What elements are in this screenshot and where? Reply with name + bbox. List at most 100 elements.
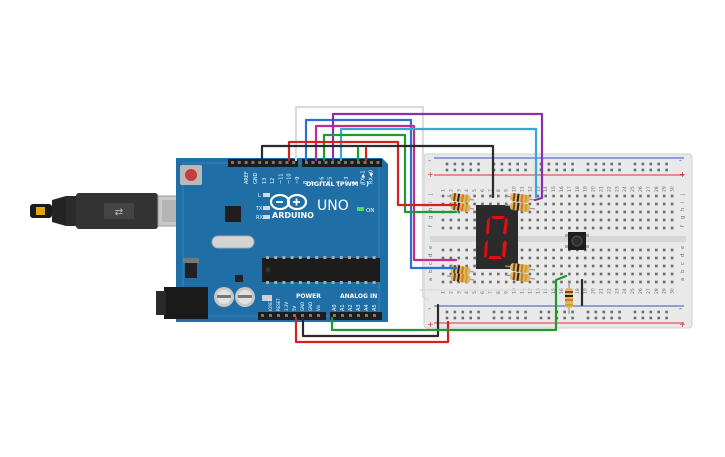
reset-button-icon[interactable] xyxy=(180,165,202,185)
breadboard-hole[interactable] xyxy=(662,264,666,268)
breadboard-hole[interactable] xyxy=(599,218,603,222)
breadboard-hole[interactable] xyxy=(639,202,642,206)
breadboard-hole[interactable] xyxy=(516,168,519,172)
breadboard-hole[interactable] xyxy=(497,202,500,206)
breadboard-hole[interactable] xyxy=(662,280,666,284)
breadboard-hole[interactable] xyxy=(497,280,500,284)
breadboard-hole[interactable] xyxy=(662,210,666,214)
breadboard-hole[interactable] xyxy=(615,194,619,198)
breadboard-hole[interactable] xyxy=(481,194,484,198)
resistor-icon[interactable] xyxy=(504,263,536,274)
breadboard-hole[interactable] xyxy=(563,310,566,314)
breadboard-hole[interactable] xyxy=(591,280,595,284)
breadboard-hole[interactable] xyxy=(544,194,547,198)
breadboard-hole[interactable] xyxy=(576,218,579,222)
breadboard-hole[interactable] xyxy=(615,226,619,230)
breadboard-hole[interactable] xyxy=(524,316,527,320)
breadboard-hole[interactable] xyxy=(469,310,472,314)
breadboard-hole[interactable] xyxy=(520,210,524,214)
breadboard-hole[interactable] xyxy=(647,194,650,198)
header-pin[interactable] xyxy=(285,161,289,164)
breadboard-hole[interactable] xyxy=(465,226,468,230)
breadboard-hole[interactable] xyxy=(594,162,598,166)
header-pin[interactable] xyxy=(349,314,352,317)
breadboard-hole[interactable] xyxy=(647,210,650,214)
breadboard-hole[interactable] xyxy=(544,272,547,276)
breadboard-hole[interactable] xyxy=(536,264,540,268)
breadboard-hole[interactable] xyxy=(473,264,476,268)
breadboard-hole[interactable] xyxy=(615,264,619,268)
breadboard-hole[interactable] xyxy=(544,226,547,230)
header-pin[interactable] xyxy=(301,314,304,317)
breadboard-hole[interactable] xyxy=(576,256,579,260)
breadboard-hole[interactable] xyxy=(631,264,634,268)
breadboard-hole[interactable] xyxy=(670,248,674,252)
breadboard-hole[interactable] xyxy=(477,162,480,166)
breadboard-hole[interactable] xyxy=(583,256,587,260)
breadboard-hole[interactable] xyxy=(539,310,543,314)
breadboard-hole[interactable] xyxy=(571,168,574,172)
breadboard-hole[interactable] xyxy=(655,202,658,206)
breadboard-hole[interactable] xyxy=(631,210,634,214)
breadboard-hole[interactable] xyxy=(633,316,637,320)
breadboard-hole[interactable] xyxy=(591,248,595,252)
breadboard-hole[interactable] xyxy=(524,310,527,314)
breadboard-hole[interactable] xyxy=(662,226,666,230)
breadboard-hole[interactable] xyxy=(641,316,645,320)
breadboard-hole[interactable] xyxy=(583,202,587,206)
breadboard-hole[interactable] xyxy=(560,256,563,260)
breadboard-hole[interactable] xyxy=(445,316,449,320)
breadboard-hole[interactable] xyxy=(591,226,595,230)
breadboard-hole[interactable] xyxy=(670,264,674,268)
breadboard-hole[interactable] xyxy=(465,248,468,252)
breadboard-hole[interactable] xyxy=(547,168,551,172)
breadboard-hole[interactable] xyxy=(657,168,660,172)
breadboard-hole[interactable] xyxy=(571,316,574,320)
header-pin[interactable] xyxy=(337,161,341,164)
breadboard-hole[interactable] xyxy=(461,310,465,314)
breadboard-hole[interactable] xyxy=(657,162,660,166)
breadboard-hole[interactable] xyxy=(465,218,468,222)
breadboard-hole[interactable] xyxy=(647,256,650,260)
breadboard-hole[interactable] xyxy=(552,272,555,276)
header-pin[interactable] xyxy=(341,314,344,317)
breadboard-hole[interactable] xyxy=(568,218,571,222)
breadboard-hole[interactable] xyxy=(583,280,587,284)
breadboard-hole[interactable] xyxy=(602,168,606,172)
pushbutton-icon[interactable] xyxy=(565,232,589,250)
breadboard-hole[interactable] xyxy=(662,202,666,206)
breadboard-hole[interactable] xyxy=(586,316,590,320)
breadboard-hole[interactable] xyxy=(453,162,457,166)
breadboard-hole[interactable] xyxy=(449,264,453,268)
breadboard-hole[interactable] xyxy=(571,310,574,314)
breadboard-hole[interactable] xyxy=(449,256,453,260)
breadboard-hole[interactable] xyxy=(602,310,606,314)
breadboard-hole[interactable] xyxy=(453,316,457,320)
breadboard-hole[interactable] xyxy=(504,280,508,284)
breadboard-hole[interactable] xyxy=(591,256,595,260)
breadboard-hole[interactable] xyxy=(568,226,571,230)
breadboard-hole[interactable] xyxy=(607,280,611,284)
breadboard-hole[interactable] xyxy=(615,248,619,252)
breadboard-hole[interactable] xyxy=(583,218,587,222)
breadboard-hole[interactable] xyxy=(552,264,555,268)
resistor-icon[interactable] xyxy=(446,272,475,284)
breadboard-hole[interactable] xyxy=(563,316,566,320)
breadboard-hole[interactable] xyxy=(457,256,461,260)
digital-pin-holes[interactable] xyxy=(231,161,380,164)
header-pin[interactable] xyxy=(350,161,354,164)
breadboard-hole[interactable] xyxy=(576,194,579,198)
breadboard-hole[interactable] xyxy=(481,280,484,284)
breadboard-hole[interactable] xyxy=(594,310,598,314)
breadboard-hole[interactable] xyxy=(610,310,613,314)
breadboard-hole[interactable] xyxy=(615,218,619,222)
breadboard-hole[interactable] xyxy=(477,310,480,314)
breadboard-hole[interactable] xyxy=(547,162,551,166)
breadboard-hole[interactable] xyxy=(615,210,619,214)
header-pin[interactable] xyxy=(292,161,296,164)
breadboard-hole[interactable] xyxy=(453,310,457,314)
breadboard-hole[interactable] xyxy=(512,280,516,284)
breadboard-hole[interactable] xyxy=(639,194,642,198)
breadboard-hole[interactable] xyxy=(583,194,587,198)
breadboard-holes[interactable] xyxy=(441,162,674,320)
